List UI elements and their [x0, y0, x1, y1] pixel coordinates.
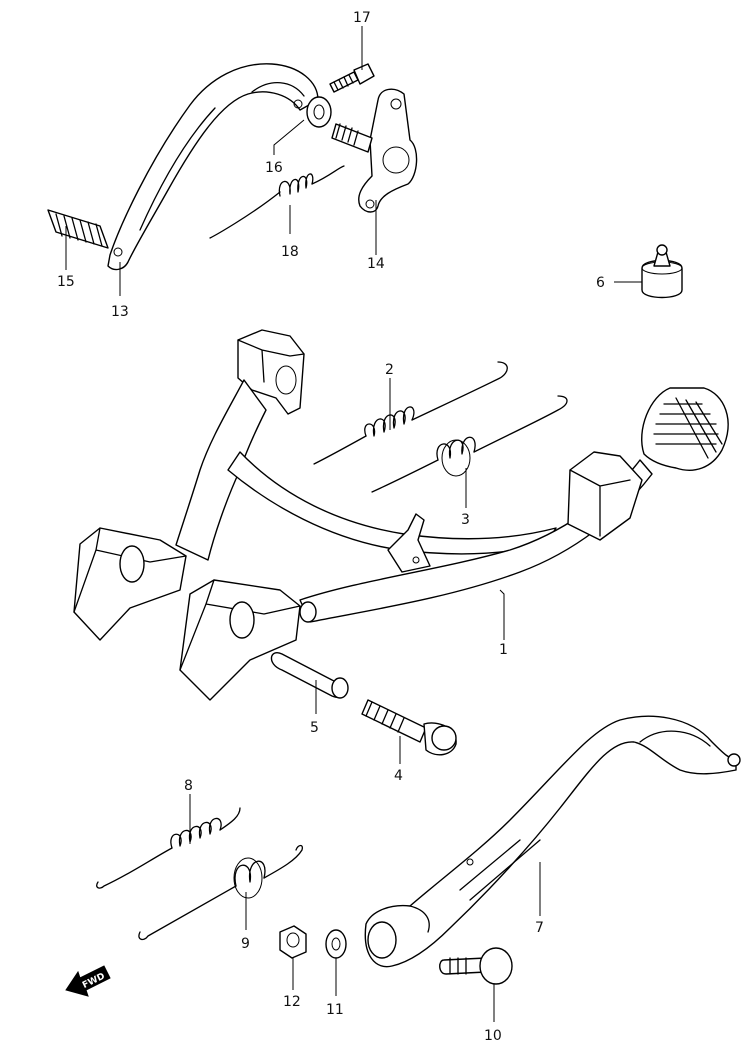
spring-8 [96, 807, 241, 889]
label-7: 7 [535, 920, 544, 936]
label-13: 13 [111, 304, 129, 320]
nut-12 [279, 925, 307, 959]
washer-16 [306, 96, 332, 128]
label-2: 2 [385, 362, 394, 378]
label-12: 12 [283, 994, 301, 1010]
rubber-stopper-6 [641, 244, 683, 299]
spring-3 [371, 395, 568, 493]
label-9: 9 [241, 936, 250, 952]
spring-2 [313, 361, 508, 465]
label-10: 10 [484, 1028, 502, 1044]
shift-lever [107, 63, 319, 271]
side-stand-7 [364, 715, 741, 968]
label-15: 15 [57, 274, 75, 290]
collar-5 [270, 652, 349, 699]
label-6: 6 [596, 275, 605, 291]
label-11: 11 [326, 1002, 344, 1018]
center-stand-1 [73, 329, 729, 701]
bolt-17 [329, 63, 375, 93]
bolt-4 [361, 699, 457, 756]
washer-11 [325, 929, 347, 959]
shift-rubber [47, 209, 109, 249]
shift-arm-14 [331, 88, 418, 213]
label-17: 17 [353, 10, 371, 26]
pivot-bolt-10 [439, 947, 513, 985]
label-5: 5 [310, 720, 319, 736]
fwd-arrow-icon: FWD [65, 965, 111, 997]
label-8: 8 [184, 778, 193, 794]
part-labels: 17 16 18 14 15 13 6 2 3 1 5 4 8 9 7 12 1… [57, 10, 605, 1044]
label-4: 4 [394, 768, 403, 784]
label-14: 14 [367, 256, 385, 272]
label-3: 3 [461, 512, 470, 528]
label-18: 18 [281, 244, 299, 260]
label-1: 1 [499, 642, 508, 658]
leader-lines [65, 26, 642, 1022]
label-16: 16 [265, 160, 283, 176]
spring-18 [209, 165, 345, 239]
spring-9 [138, 844, 304, 941]
